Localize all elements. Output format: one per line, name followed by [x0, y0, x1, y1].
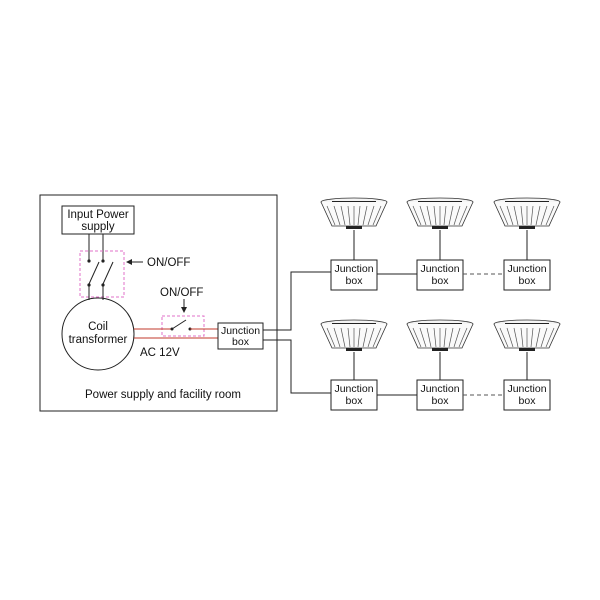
- row-1: Junction box Junction box Junction box: [330, 230, 551, 291]
- junction-label-1: Junction: [420, 383, 459, 395]
- junction-label-1: Junction: [507, 263, 546, 275]
- main-switch-frame: [79, 250, 125, 298]
- coil-label-1: Coil: [88, 321, 108, 333]
- feed-line-bottom: [263, 339, 331, 394]
- junction-label-2: box: [432, 395, 450, 407]
- junction-label-1: Junction: [420, 263, 459, 275]
- junction-label-1: Junction: [507, 383, 546, 395]
- lamp-icon: [320, 319, 388, 352]
- junction-box: [416, 259, 464, 291]
- room-junction-box: [217, 322, 264, 350]
- junction-box: [503, 379, 551, 411]
- room-junction-label-1: Junction: [221, 325, 260, 337]
- coil-transformer: [61, 297, 135, 371]
- input-power-label-2: supply: [81, 221, 114, 233]
- lamp-icon: [493, 197, 561, 230]
- secondary-switch-icon: [170, 319, 192, 331]
- junction-label-2: box: [519, 275, 537, 287]
- secondary-switch-label: ON/OFF: [160, 287, 203, 299]
- main-switch-arrow-icon: [126, 259, 143, 265]
- row-2: Junction box Junction box Junction box: [330, 352, 551, 411]
- lamp-icon: [320, 197, 388, 230]
- room-junction-label-2: box: [232, 336, 250, 348]
- secondary-switch-frame: [161, 315, 205, 337]
- input-power-box: [61, 205, 135, 235]
- junction-label-2: box: [346, 275, 364, 287]
- junction-label-2: box: [432, 275, 450, 287]
- junction-box: [330, 259, 378, 291]
- main-switch-icon: [87, 259, 114, 287]
- input-power-label-1: Input Power: [67, 209, 129, 221]
- lamp-icon: [406, 197, 474, 230]
- main-switch-label: ON/OFF: [147, 257, 190, 269]
- feed-line-top: [263, 271, 331, 331]
- room-caption: Power supply and facility room: [85, 389, 241, 401]
- coil-label-2: transformer: [69, 334, 128, 346]
- junction-box: [503, 259, 551, 291]
- lamp-icon: [406, 319, 474, 352]
- secondary-switch-arrow-icon: [181, 299, 187, 313]
- lamp-icon: [493, 319, 561, 352]
- facility-room-frame: [39, 194, 278, 412]
- junction-label-2: box: [519, 395, 537, 407]
- junction-label-1: Junction: [334, 263, 373, 275]
- junction-label-1: Junction: [334, 383, 373, 395]
- junction-label-2: box: [346, 395, 364, 407]
- voltage-label: AC 12V: [140, 347, 180, 359]
